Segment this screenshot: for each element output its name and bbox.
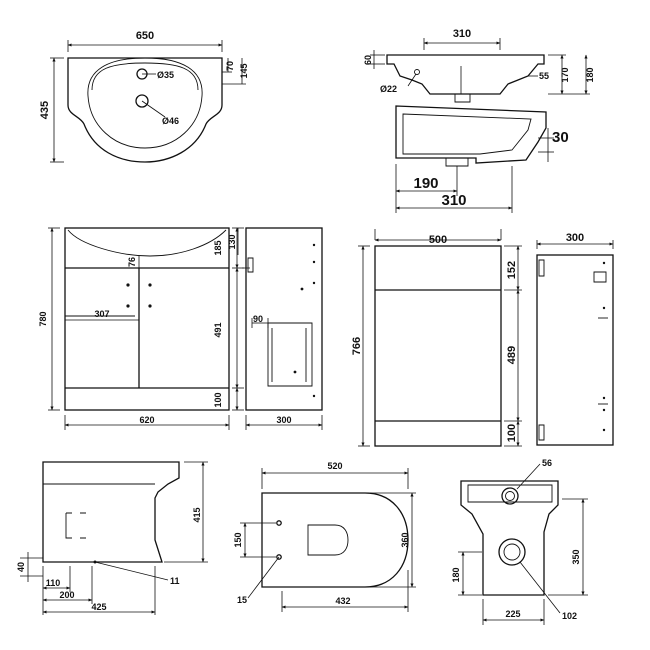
dim-wc-floor: 40 [16, 562, 26, 572]
dim-vanity-depth: 300 [276, 415, 291, 425]
vanity-500-side: 300 [536, 232, 614, 446]
basin-front-elevation: 310 60 55 170 180 Ø22 [363, 28, 595, 103]
dim-500-plinth: 100 [506, 424, 518, 442]
wc-inlet [501, 487, 519, 505]
dim-tap-hole: Ø35 [157, 70, 174, 80]
waste-hole [135, 94, 149, 108]
dim-overflow: Ø22 [380, 84, 397, 94]
dim-top-gap: 185 [213, 240, 223, 255]
dim-wc-rear-width: 225 [505, 609, 520, 619]
dim-door-height: 491 [213, 322, 223, 337]
dim-vanity-width: 620 [139, 415, 154, 425]
wc-outlet [498, 538, 526, 566]
dim-section-width: 310 [441, 192, 466, 209]
dim-wc-outlet-dia: 102 [562, 611, 577, 621]
dim-back-to-hole: 145 [239, 63, 249, 78]
wc-rear-elevation: 56 102 350 180 225 [451, 458, 588, 625]
dim-wc-projection: 425 [91, 602, 106, 612]
dim-wc-outlet-height: 350 [571, 549, 581, 564]
dim-500-top: 152 [506, 261, 518, 279]
dim-door-offset: 76 [127, 257, 137, 267]
dim-wc-plan-fixing: 15 [237, 595, 247, 605]
dim-height-a: 170 [560, 67, 570, 82]
dim-wc-outlet-b: 200 [59, 590, 74, 600]
dim-waste-offset: 190 [413, 175, 438, 192]
dim-shelf-offset: 90 [253, 314, 263, 324]
dim-500-door: 489 [506, 346, 518, 364]
dim-wc-seat-offset: 150 [233, 532, 243, 547]
dim-bowl-width: 310 [453, 28, 471, 40]
dim-wc-outlet-a: 110 [46, 578, 61, 588]
dim-drawer-width: 307 [94, 309, 109, 319]
dim-waste-hole: Ø46 [162, 116, 179, 126]
vanity-620-front: 780 185 76 307 491 100 620 [38, 227, 244, 430]
dim-front-depth: 55 [539, 71, 549, 81]
dim-plinth: 100 [213, 392, 223, 407]
dim-wc-outlet-low: 180 [451, 567, 461, 582]
dim-wc-height: 415 [192, 507, 202, 522]
dim-basin-depth: 435 [39, 101, 51, 119]
dim-basin-width: 650 [136, 30, 154, 42]
wc-plan-view: 15 520 150 360 432 [233, 461, 416, 612]
basin-side-section: 30 190 310 [395, 105, 569, 213]
dim-wc-fixing: 11 [170, 576, 180, 586]
dim-back-height: 60 [363, 55, 373, 65]
dim-wc-pan-length: 432 [335, 596, 350, 606]
dim-side-top: 130 [227, 234, 237, 249]
vanity-620-side: 130 90 300 [227, 227, 323, 430]
dim-wc-plan-width: 520 [327, 461, 342, 471]
dim-lip: 30 [552, 129, 569, 146]
vanity-500-front: 500 766 152 489 100 [351, 229, 522, 447]
dim-vanity-height: 780 [38, 311, 48, 326]
dim-rim: 70 [225, 61, 235, 71]
dim-wc-inlet: 56 [542, 458, 552, 468]
dim-500-height: 766 [351, 337, 363, 355]
dim-height-b: 180 [585, 67, 595, 82]
wc-side-elevation: 11 415 40 110 200 425 [16, 461, 208, 615]
basin-plan-view: 650 435 70 145 Ø35 Ø46 [39, 30, 249, 163]
dim-500-width: 500 [429, 234, 447, 246]
dim-wc-plan-depth: 360 [400, 532, 410, 547]
dim-500-depth: 300 [566, 232, 584, 244]
